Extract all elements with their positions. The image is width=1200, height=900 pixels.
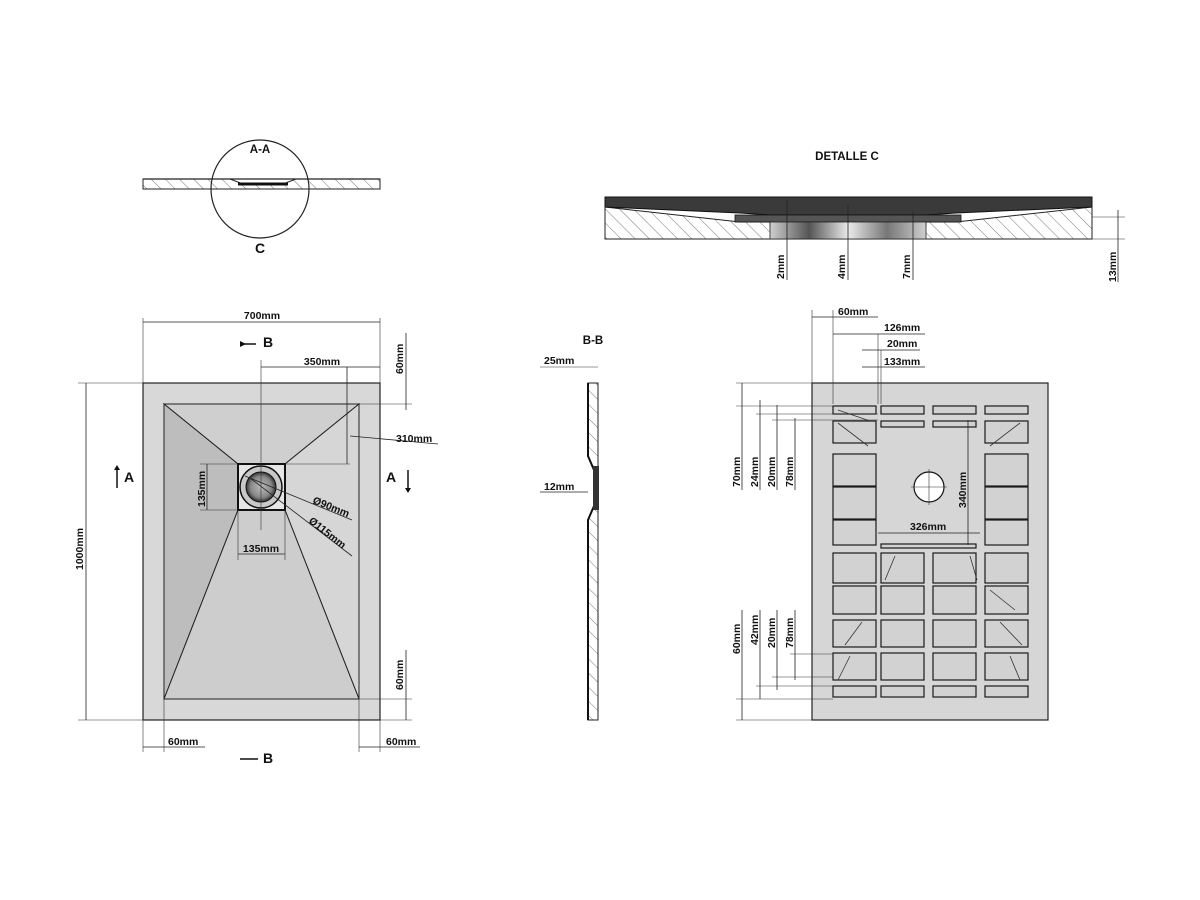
detail-c-dim-d: 13mm xyxy=(1107,252,1119,282)
underside-cell xyxy=(984,405,1029,415)
underside-cell xyxy=(984,519,1029,546)
underside-dim-h60: 60mm xyxy=(731,624,743,654)
underside-cell xyxy=(880,652,925,681)
underside-cell xyxy=(932,420,977,428)
detail-c-view: DETALLE C 2mm 4mm 7mm 13mm xyxy=(604,151,1125,282)
underside-cell xyxy=(932,652,977,681)
rib-diagonal xyxy=(837,655,851,681)
detail-c-dim-b: 4mm xyxy=(836,254,848,279)
rib-diagonal xyxy=(999,621,1023,646)
underside-dim-left: 60mm xyxy=(838,306,868,318)
section-aa-view: A-A C xyxy=(142,139,381,256)
underside-dim-h24: 24mm xyxy=(749,457,761,487)
underside-cell xyxy=(832,585,877,615)
plan-dim-length: 1000mm xyxy=(74,528,86,570)
section-bb-view: B-B 25mm 12mm xyxy=(540,335,603,721)
underside-cell xyxy=(880,405,925,415)
underside-dim-w20: 20mm xyxy=(887,338,917,350)
plan-cut-a-right: A xyxy=(386,469,396,485)
underside-cell xyxy=(932,585,977,615)
underside-cell xyxy=(832,519,877,546)
plan-dim-drain-width: 135mm xyxy=(243,543,279,555)
underside-view: 60mm 126mm 20mm 133mm 70mm 24mm 20mm 78m… xyxy=(731,306,1049,721)
underside-cell xyxy=(984,685,1029,698)
underside-cell xyxy=(832,619,877,648)
underside-cell xyxy=(984,420,1029,444)
plan-dim-bottom-margin: 60mm xyxy=(394,660,406,690)
section-bb-dim-top: 25mm xyxy=(544,355,574,367)
plan-dim-drain-height: 135mm xyxy=(196,471,208,507)
underside-cell xyxy=(832,453,877,487)
underside-cell xyxy=(984,619,1029,648)
section-bb-title: B-B xyxy=(583,335,603,347)
plan-cut-b-top: B xyxy=(263,334,273,350)
rib-diagonal xyxy=(884,555,896,581)
plan-dim-top-margin: 60mm xyxy=(394,344,406,374)
underside-cell xyxy=(832,420,877,444)
rib-diagonal xyxy=(989,589,1016,611)
plan-dim-half-width: 350mm xyxy=(304,356,340,368)
underside-cell xyxy=(880,619,925,648)
plan-view: 700mm 350mm 60mm 310mm 135mm 135mm Ø90mm… xyxy=(74,310,439,766)
plan-cut-a-left: A xyxy=(124,469,134,485)
underside-dim-h20b: 20mm xyxy=(766,618,778,648)
section-bb-dim-middle: 12mm xyxy=(544,481,574,493)
underside-cell xyxy=(984,552,1029,584)
underside-cell xyxy=(984,453,1029,487)
detail-c-circle xyxy=(210,139,310,239)
underside-cell xyxy=(880,420,925,428)
underside-cell xyxy=(932,405,977,415)
plan-dim-right-margin: 60mm xyxy=(386,736,416,748)
rib-diagonal xyxy=(989,422,1021,447)
underside-cell xyxy=(880,685,925,698)
plan-dim-slope-length: 310mm xyxy=(396,433,432,445)
section-aa-title: A-A xyxy=(250,144,270,156)
underside-dim-h70: 70mm xyxy=(731,457,743,487)
underside-dim-h78a: 78mm xyxy=(784,457,796,487)
detail-c-dim-c: 7mm xyxy=(901,254,913,279)
underside-cell xyxy=(984,652,1029,681)
detail-c-dim-a: 2mm xyxy=(775,254,787,279)
rib-diagonal xyxy=(969,555,978,581)
underside-dim-w326: 326mm xyxy=(910,521,946,533)
underside-cell xyxy=(832,552,877,584)
plan-dim-width: 700mm xyxy=(244,310,280,322)
underside-dim-h78b: 78mm xyxy=(784,618,796,648)
underside-dim-h42: 42mm xyxy=(749,615,761,645)
underside-cell xyxy=(932,619,977,648)
rib-diagonal xyxy=(837,422,869,447)
underside-cell xyxy=(832,405,877,415)
plan-dim-left-margin: 60mm xyxy=(168,736,198,748)
underside-cells xyxy=(832,405,1029,698)
underside-cell xyxy=(832,652,877,681)
underside-cell xyxy=(932,552,977,584)
underside-dim-h340: 340mm xyxy=(957,472,969,508)
detail-c-title: DETALLE C xyxy=(815,151,879,163)
rib-diagonal xyxy=(1009,655,1021,681)
underside-cell xyxy=(832,685,877,698)
underside-cell xyxy=(932,685,977,698)
underside-cell xyxy=(984,486,1029,520)
underside-cell xyxy=(832,486,877,520)
underside-slot xyxy=(880,543,977,549)
underside-dim-w133: 133mm xyxy=(884,356,920,368)
detail-c-marker: C xyxy=(255,240,265,256)
rib-diagonal xyxy=(844,621,863,646)
underside-cell xyxy=(984,585,1029,615)
plan-cut-b-bottom: B xyxy=(263,750,273,766)
underside-cell xyxy=(880,585,925,615)
underside-dim-w126: 126mm xyxy=(884,322,920,334)
rib-diagonal xyxy=(837,409,871,422)
underside-dim-h20a: 20mm xyxy=(766,457,778,487)
underside-cell xyxy=(880,552,925,584)
